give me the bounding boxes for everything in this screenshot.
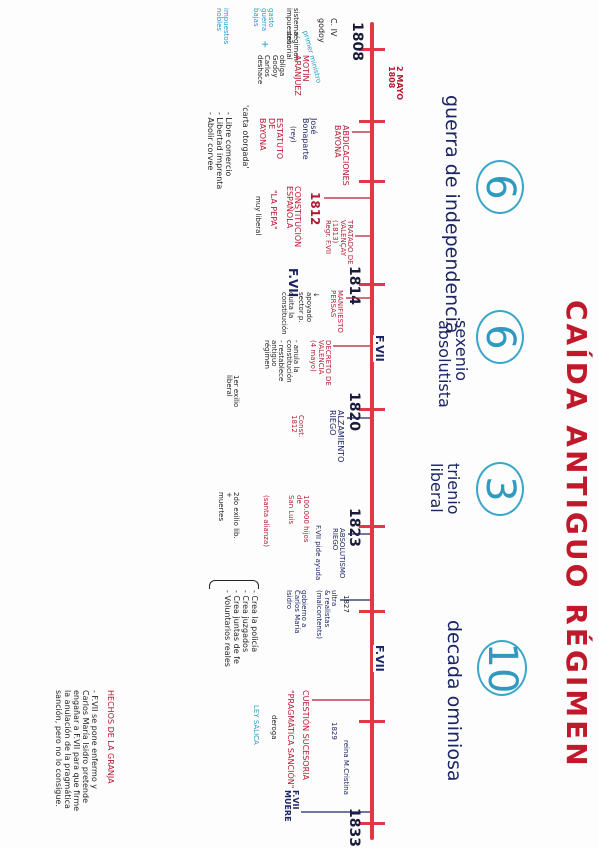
study-notes-page: CAÍDA ANTIGUO RÉGIMEN guerra de independ…: [54, 8, 593, 847]
connector-arrows: [301, 131, 370, 813]
rotated-canvas: CAÍDA ANTIGUO RÉGIMEN guerra de independ…: [54, 8, 593, 847]
